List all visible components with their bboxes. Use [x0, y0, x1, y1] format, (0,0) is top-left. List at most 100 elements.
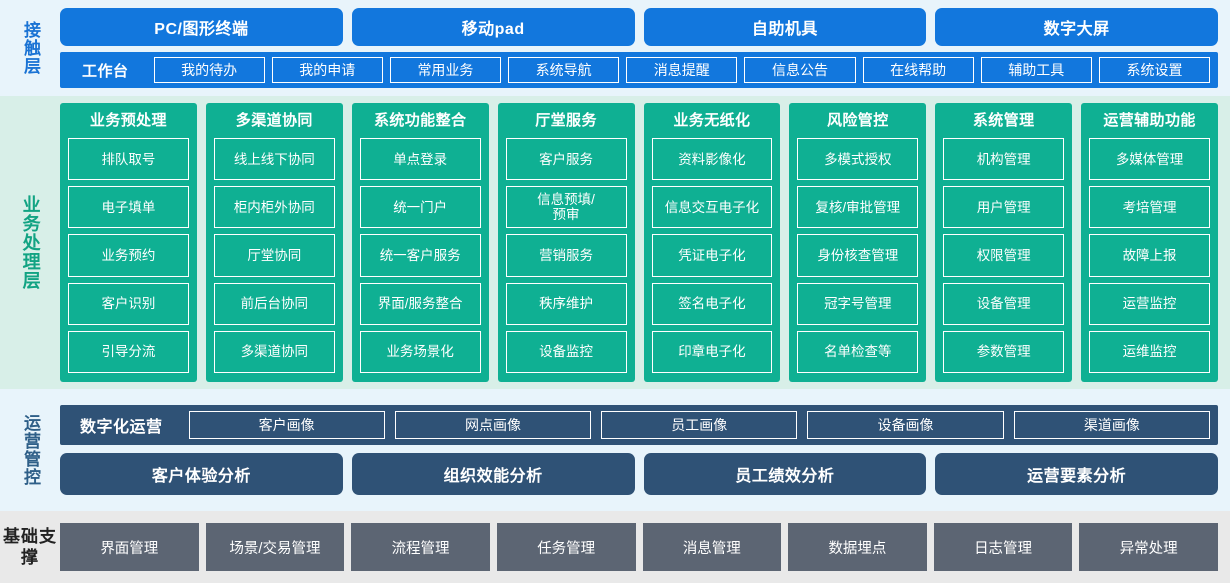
business-column-multichannel: 多渠道协同 线上线下协同 柜内柜外协同 厅堂协同 前后台协同 多渠道协同: [205, 103, 343, 382]
business-item[interactable]: 前后台协同: [213, 282, 335, 325]
layer-foundation-body: 界面管理 场景/交易管理 流程管理 任务管理 消息管理 数据埋点 日志管理 异常…: [60, 511, 1230, 583]
business-column-operation-support: 运营辅助功能 多媒体管理 考培管理 故障上报 运营监控 运维监控: [1081, 103, 1218, 382]
analysis-item-operation-elements[interactable]: 运营要素分析: [935, 453, 1218, 495]
portrait-item-customer[interactable]: 客户画像: [188, 411, 385, 439]
business-item[interactable]: 信息预填/ 预审: [505, 186, 627, 229]
business-item[interactable]: 信息交互电子化: [651, 186, 773, 229]
channel-row: PC/图形终端 移动pad 自助机具 数字大屏: [60, 8, 1218, 46]
digital-operations-title: 数字化运营: [80, 419, 163, 436]
business-columns: 业务预处理 排队取号 电子填单 业务预约 客户识别 引导分流 多渠道协同 线上线…: [60, 103, 1218, 382]
foundation-item-task-management[interactable]: 任务管理: [496, 523, 636, 571]
portrait-item-branch[interactable]: 网点画像: [394, 411, 592, 439]
business-item[interactable]: 机构管理: [943, 138, 1065, 181]
layer-operations-label: 运营管控: [21, 414, 41, 486]
foundation-row: 界面管理 场景/交易管理 流程管理 任务管理 消息管理 数据埋点 日志管理 异常…: [60, 523, 1218, 571]
business-item[interactable]: 厅堂协同: [213, 234, 335, 277]
workbench-item-my-todo[interactable]: 我的待办: [153, 57, 265, 83]
analysis-item-customer-experience[interactable]: 客户体验分析: [60, 453, 343, 495]
workbench-item-online-help[interactable]: 在线帮助: [862, 57, 974, 83]
business-item[interactable]: 单点登录: [359, 138, 481, 181]
workbench-item-common-business[interactable]: 常用业务: [389, 57, 502, 83]
business-item[interactable]: 权限管理: [943, 234, 1065, 277]
business-item[interactable]: 冠字号管理: [797, 282, 919, 325]
workbench-item-my-application[interactable]: 我的申请: [271, 57, 383, 83]
business-item[interactable]: 界面/服务整合: [359, 282, 481, 325]
business-item[interactable]: 凭证电子化: [651, 234, 773, 277]
business-item[interactable]: 印章电子化: [651, 330, 773, 374]
digital-operations-row: 数字化运营 客户画像 网点画像 员工画像 设备画像 渠道画像: [60, 405, 1218, 445]
layer-business: 业务处理层 业务预处理 排队取号 电子填单 业务预约 客户识别 引导分流 多渠道…: [0, 96, 1230, 389]
workbench-item-auxiliary-tools[interactable]: 辅助工具: [980, 57, 1092, 83]
business-item[interactable]: 设备监控: [505, 330, 627, 374]
foundation-item-process-management[interactable]: 流程管理: [351, 523, 490, 571]
workbench-row: 工作台 我的待办 我的申请 常用业务 系统导航 消息提醒 信息公告 在线帮助 辅…: [60, 52, 1218, 88]
business-item[interactable]: 名单检查等: [797, 330, 919, 374]
business-item[interactable]: 排队取号: [68, 138, 189, 181]
business-item[interactable]: 引导分流: [68, 330, 189, 374]
channel-box-mobile-pad[interactable]: 移动pad: [351, 8, 635, 46]
business-item[interactable]: 用户管理: [943, 186, 1065, 229]
foundation-item-exception-handling[interactable]: 异常处理: [1079, 523, 1218, 571]
business-column-title: 系统管理: [972, 112, 1035, 129]
business-item[interactable]: 设备管理: [943, 282, 1065, 325]
analysis-row: 客户体验分析 组织效能分析 员工绩效分析 运营要素分析: [60, 453, 1218, 495]
layer-operations: 运营管控 数字化运营 客户画像 网点画像 员工画像 设备画像 渠道画像 客户体验…: [0, 389, 1230, 511]
business-item[interactable]: 复核/审批管理: [797, 186, 919, 229]
business-item[interactable]: 统一客户服务: [359, 234, 481, 277]
business-column-title: 厅堂服务: [535, 112, 597, 129]
layer-contact-label: 接触层: [21, 21, 41, 75]
business-item[interactable]: 运维监控: [1089, 330, 1210, 374]
foundation-item-ui-management[interactable]: 界面管理: [60, 523, 199, 571]
layer-contact-body: PC/图形终端 移动pad 自助机具 数字大屏 工作台 我的待办 我的申请 常用…: [60, 0, 1230, 96]
business-item[interactable]: 营销服务: [505, 234, 627, 277]
workbench-title: 工作台: [82, 62, 129, 80]
business-column-preprocessing: 业务预处理 排队取号 电子填单 业务预约 客户识别 引导分流: [60, 103, 197, 382]
business-column-system-management: 系统管理 机构管理 用户管理 权限管理 设备管理 参数管理: [935, 103, 1073, 382]
business-item[interactable]: 秩序维护: [505, 282, 627, 325]
business-item[interactable]: 业务场景化: [359, 330, 481, 374]
workbench-item-info-announcement[interactable]: 信息公告: [744, 57, 856, 83]
business-item[interactable]: 考培管理: [1089, 186, 1210, 229]
portrait-item-channel[interactable]: 渠道画像: [1013, 411, 1210, 439]
business-column-title: 风险管控: [827, 112, 889, 129]
business-column-title: 业务预处理: [89, 112, 167, 129]
analysis-item-employee-performance[interactable]: 员工绩效分析: [643, 453, 927, 495]
business-item[interactable]: 身份核查管理: [797, 234, 919, 277]
business-item[interactable]: 多媒体管理: [1089, 138, 1210, 181]
business-column-title: 运营辅助功能: [1103, 112, 1196, 129]
business-item[interactable]: 多渠道协同: [213, 330, 335, 374]
business-item[interactable]: 线上线下协同: [213, 138, 335, 181]
business-item[interactable]: 多模式授权: [797, 138, 919, 181]
business-column-system-integration: 系统功能整合 单点登录 统一门户 统一客户服务 界面/服务整合 业务场景化: [351, 103, 489, 382]
foundation-item-data-tracking[interactable]: 数据埋点: [788, 523, 927, 571]
portrait-item-device[interactable]: 设备画像: [807, 411, 1004, 439]
channel-box-pc[interactable]: PC/图形终端: [60, 8, 343, 46]
business-column-hall-service: 厅堂服务 客户服务 信息预填/ 预审 营销服务 秩序维护 设备监控: [497, 103, 635, 382]
business-column-paperless: 业务无纸化 资料影像化 信息交互电子化 凭证电子化 签名电子化 印章电子化: [643, 103, 781, 382]
portrait-item-employee[interactable]: 员工画像: [601, 411, 798, 439]
business-column-risk-control: 风险管控 多模式授权 复核/审批管理 身份核查管理 冠字号管理 名单检查等: [789, 103, 927, 382]
business-item[interactable]: 资料影像化: [651, 138, 773, 181]
business-item[interactable]: 故障上报: [1089, 234, 1210, 277]
foundation-item-log-management[interactable]: 日志管理: [933, 523, 1073, 571]
layer-business-label: 业务处理层: [20, 195, 41, 290]
workbench-item-system-navigation[interactable]: 系统导航: [508, 57, 620, 83]
business-item[interactable]: 参数管理: [943, 330, 1065, 374]
foundation-item-scene-transaction-management[interactable]: 场景/交易管理: [205, 523, 345, 571]
business-item[interactable]: 客户识别: [68, 282, 189, 325]
analysis-item-organization-efficiency[interactable]: 组织效能分析: [351, 453, 635, 495]
business-item[interactable]: 柜内柜外协同: [213, 186, 335, 229]
channel-box-digital-screen[interactable]: 数字大屏: [935, 8, 1218, 46]
business-item[interactable]: 业务预约: [68, 234, 189, 277]
business-item[interactable]: 电子填单: [68, 186, 189, 229]
business-item[interactable]: 客户服务: [505, 138, 627, 181]
channel-box-self-service[interactable]: 自助机具: [643, 8, 927, 46]
business-item[interactable]: 签名电子化: [651, 282, 773, 325]
workbench-item-system-settings[interactable]: 系统设置: [1098, 57, 1211, 83]
workbench-item-message-alert[interactable]: 消息提醒: [626, 57, 738, 83]
foundation-item-message-management[interactable]: 消息管理: [642, 523, 782, 571]
business-column-title: 多渠道协同: [235, 112, 313, 129]
business-item[interactable]: 运营监控: [1089, 282, 1210, 325]
business-item[interactable]: 统一门户: [359, 186, 481, 229]
